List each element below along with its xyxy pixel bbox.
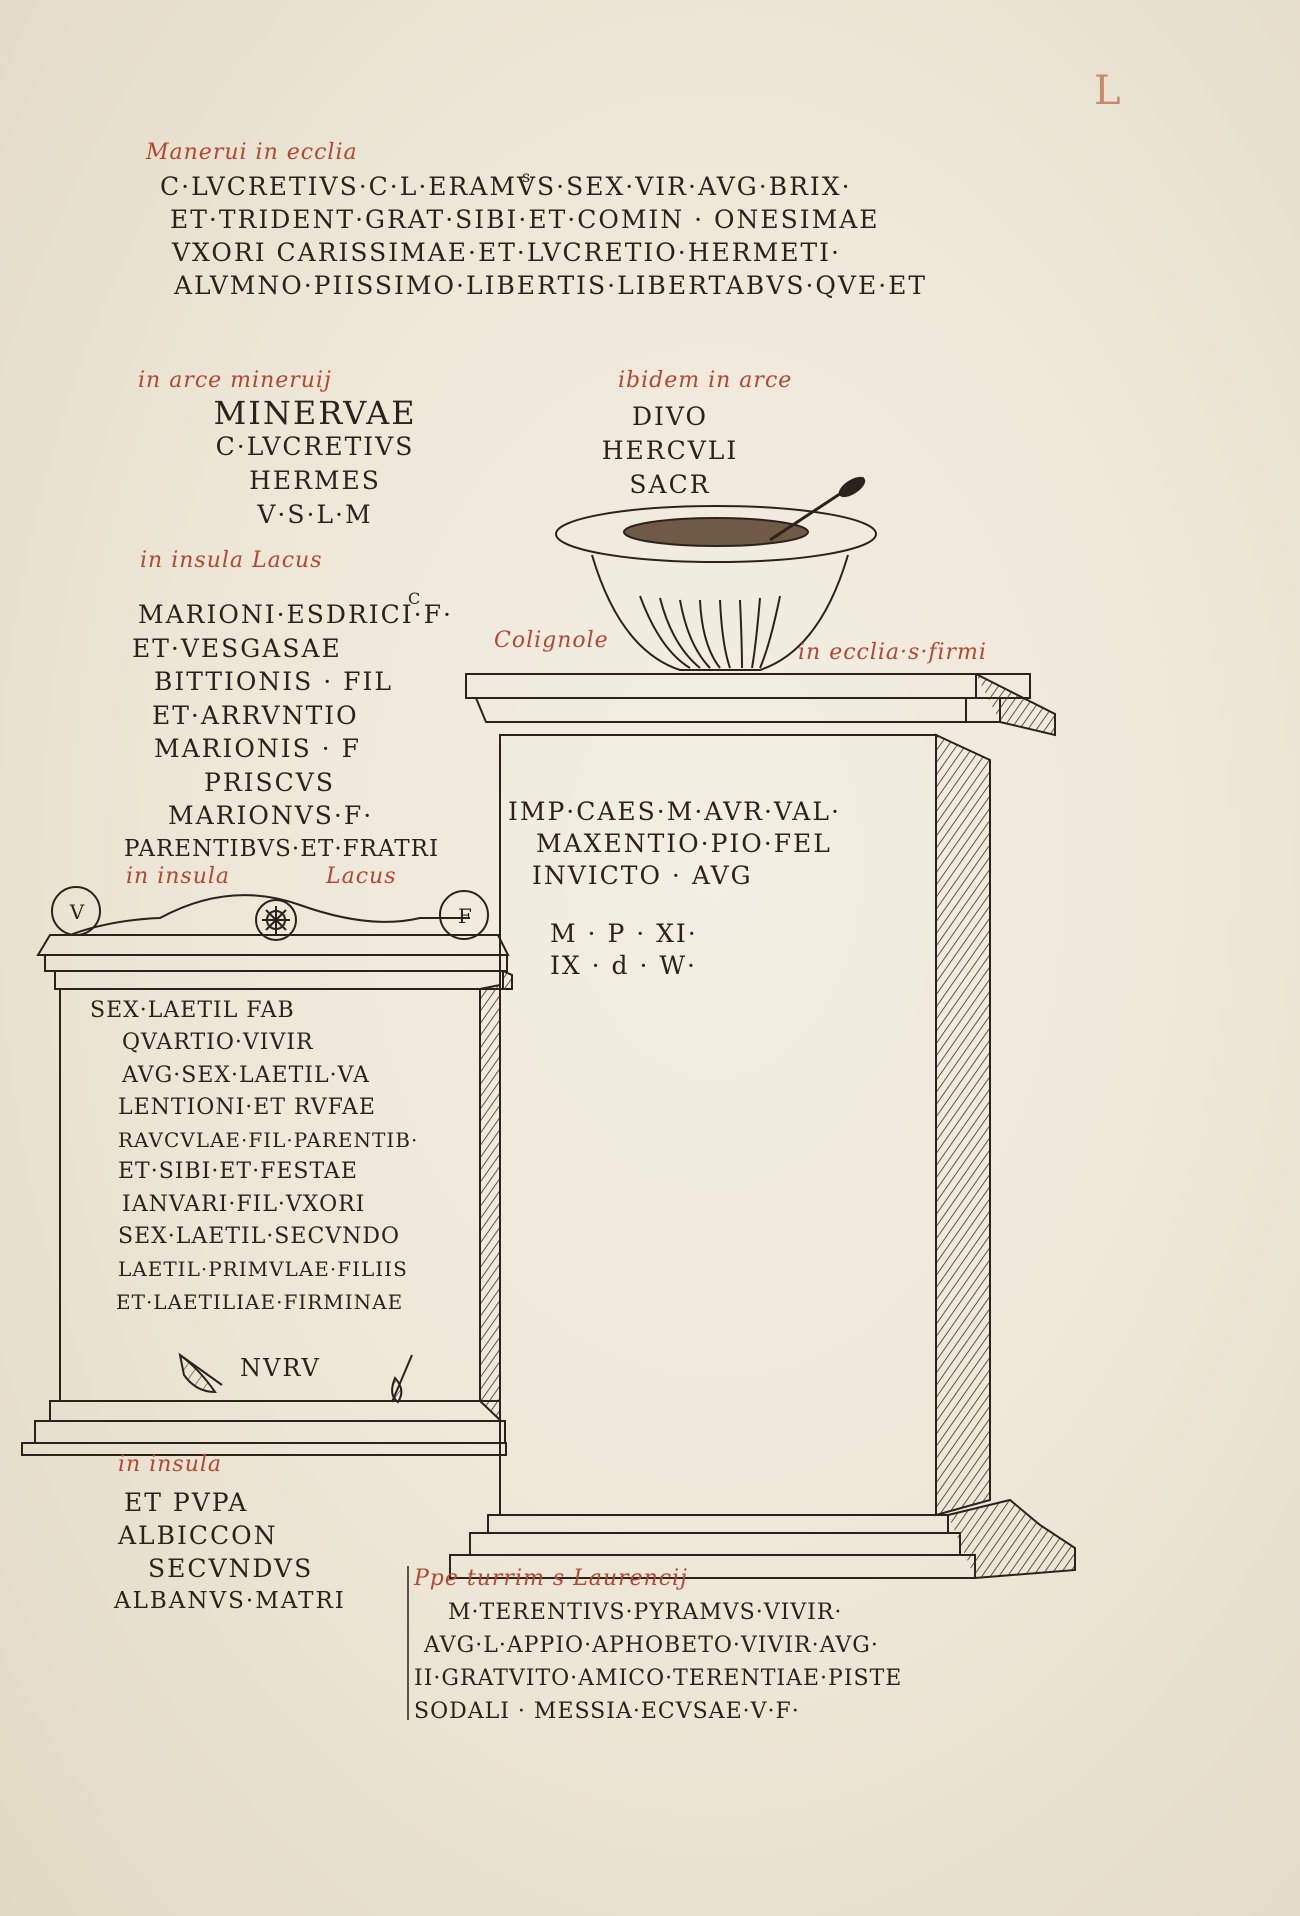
inscription-line: LAETIL·PRIMVLAE·FILIIS	[118, 1257, 408, 1282]
inscription-line: MARIONIS · F	[154, 734, 361, 763]
inscription-line: SODALI · MESSIA·ECVSAE·V·F·	[414, 1699, 800, 1724]
medallion-f: F	[458, 904, 472, 928]
inscription-line: II·GRATVITO·AMICO·TERENTIAE·PISTE	[414, 1666, 903, 1691]
inscription-line: PARENTIBVS·ET·FRATRI	[124, 835, 440, 862]
inscription-line: C·LVCRETIVS	[215, 432, 415, 461]
rubric-inscription-3: ibidem in arce	[618, 368, 793, 393]
inscription-line: M·TERENTIVS·PYRAMVS·VIVIR·	[448, 1600, 843, 1625]
folio-mark: L	[1094, 68, 1121, 114]
inscription-5-text: IMP·CAES·M·AVR·VAL· MAXENTIO·PIO·FEL INV…	[508, 796, 841, 982]
medallion-v: V	[69, 900, 85, 924]
inscription-line: SACR	[629, 470, 711, 499]
inscription-line: V·S·L·M	[257, 500, 373, 529]
inscription-line: IMP·CAES·M·AVR·VAL·	[508, 797, 841, 826]
inscription-6-footer: NVRV	[240, 1354, 321, 1382]
inscription-line: ET·SIBI·ET·FESTAE	[118, 1159, 358, 1185]
inscription-3-text: DIVO HERCVLI SACR	[570, 400, 770, 502]
inscription-line: SEX·LAETIL FAB	[90, 998, 295, 1023]
inscription-line: MINERVAE	[213, 394, 417, 432]
inscription-line: VXORI CARISSIMAE·ET·LVCRETIO·HERMETI·	[172, 238, 841, 267]
superscript-inscription-4: C	[408, 589, 423, 608]
rubric-inscription-2: in arce mineruij	[138, 368, 332, 393]
superscript-inscription-1: s	[522, 167, 533, 186]
rubric-coligniole: Colignole	[494, 628, 609, 653]
inscription-line: ET PVPA	[124, 1488, 249, 1517]
inscription-6-text: SEX·LAETIL FAB QVARTIO·VIVIR AVG·SEX·LAE…	[90, 995, 418, 1318]
inscription-7-text: ET PVPA ALBICCON SECVNDVS ALBANVS·MATRI	[114, 1486, 346, 1618]
small-cippus-drawing	[21, 886, 513, 1456]
inscription-line: ET·LAETILIAE·FIRMINAE	[116, 1289, 404, 1314]
inscription-line: RAVCVLAE·FIL·PARENTIB·	[118, 1128, 419, 1153]
large-pedestal-drawing	[449, 673, 1076, 1579]
inscription-line: INVICTO · AVG	[532, 861, 753, 890]
inscription-line: C·LVCRETIVS·C·L·ERAMVS·SEX·VIR·AVG·BRIX·	[160, 172, 852, 201]
inscription-line: ET·TRIDENT·GRAT·SIBI·ET·COMIN · ONESIMAE	[170, 205, 880, 234]
inscription-line: HERCVLI	[601, 436, 739, 465]
inscription-line: LENTIONI·ET RVFAE	[118, 1094, 376, 1120]
inscription-line: MARIONVS·F·	[168, 801, 374, 830]
rubric-inscription-8: Ppe turrim s Laurencij	[414, 1566, 688, 1591]
rubric-inscription-4: in insula Lacus	[140, 548, 323, 573]
rubric-inscription-7: in insula	[118, 1452, 223, 1477]
inscription-line: ALBICCON	[118, 1521, 278, 1550]
inscription-line: ALVMNO·PIISSIMO·LIBERTIS·LIBERTABVS·QVE·…	[174, 271, 928, 300]
inscription-2-text: MINERVAE C·LVCRETIVS HERMES V·S·L·M	[180, 396, 450, 532]
inscription-line: M · P · XI·	[550, 919, 698, 948]
inscription-line: SEX·LAETIL·SECVNDO	[118, 1224, 401, 1250]
rubric-inscription-1: Manerui in ecclia	[146, 140, 358, 165]
inscription-line: BITTIONIS · FIL	[154, 667, 393, 696]
rubric-inscription-6-left: in insula	[126, 864, 231, 889]
inscription-line: PRISCVS	[204, 767, 335, 797]
inscription-line: HERMES	[249, 466, 381, 495]
inscription-line: QVARTIO·VIVIR	[122, 1030, 314, 1056]
inscription-line: SECVNDVS	[148, 1554, 314, 1583]
inscription-line: MAXENTIO·PIO·FEL	[536, 829, 832, 858]
inscription-line: ET·VESGASAE	[132, 633, 342, 663]
mortar-bowl-drawing	[555, 476, 877, 671]
inscription-line: ET·ARRVNTIO	[152, 700, 359, 730]
inscription-line: DIVO	[631, 402, 709, 431]
inscription-line: IANVARI·FIL·VXORI	[122, 1191, 366, 1217]
inscription-line: ALBANVS·MATRI	[114, 1588, 346, 1614]
rubric-firmi: in ecclia·s·firmi	[798, 640, 987, 665]
inscription-line: AVG·SEX·LAETIL·VA	[122, 1062, 370, 1088]
inscription-line: MARIONI·ESDRICI·F·	[138, 600, 453, 629]
rubric-inscription-6-right: Lacus	[326, 864, 397, 889]
inscription-4-text: MARIONI·ESDRICI·F· ET·VESGASAE BITTIONIS…	[124, 598, 453, 866]
inscription-1-text: C·LVCRETIVS·C·L·ERAMVS·SEX·VIR·AVG·BRIX·…	[160, 170, 927, 302]
inscription-line: AVG·L·APPIO·APHOBETO·VIVIR·AVG·	[424, 1633, 879, 1658]
inscription-line: IX · d · W·	[550, 951, 697, 980]
inscription-8-text: M·TERENTIVS·PYRAMVS·VIVIR· AVG·L·APPIO·A…	[414, 1596, 902, 1728]
